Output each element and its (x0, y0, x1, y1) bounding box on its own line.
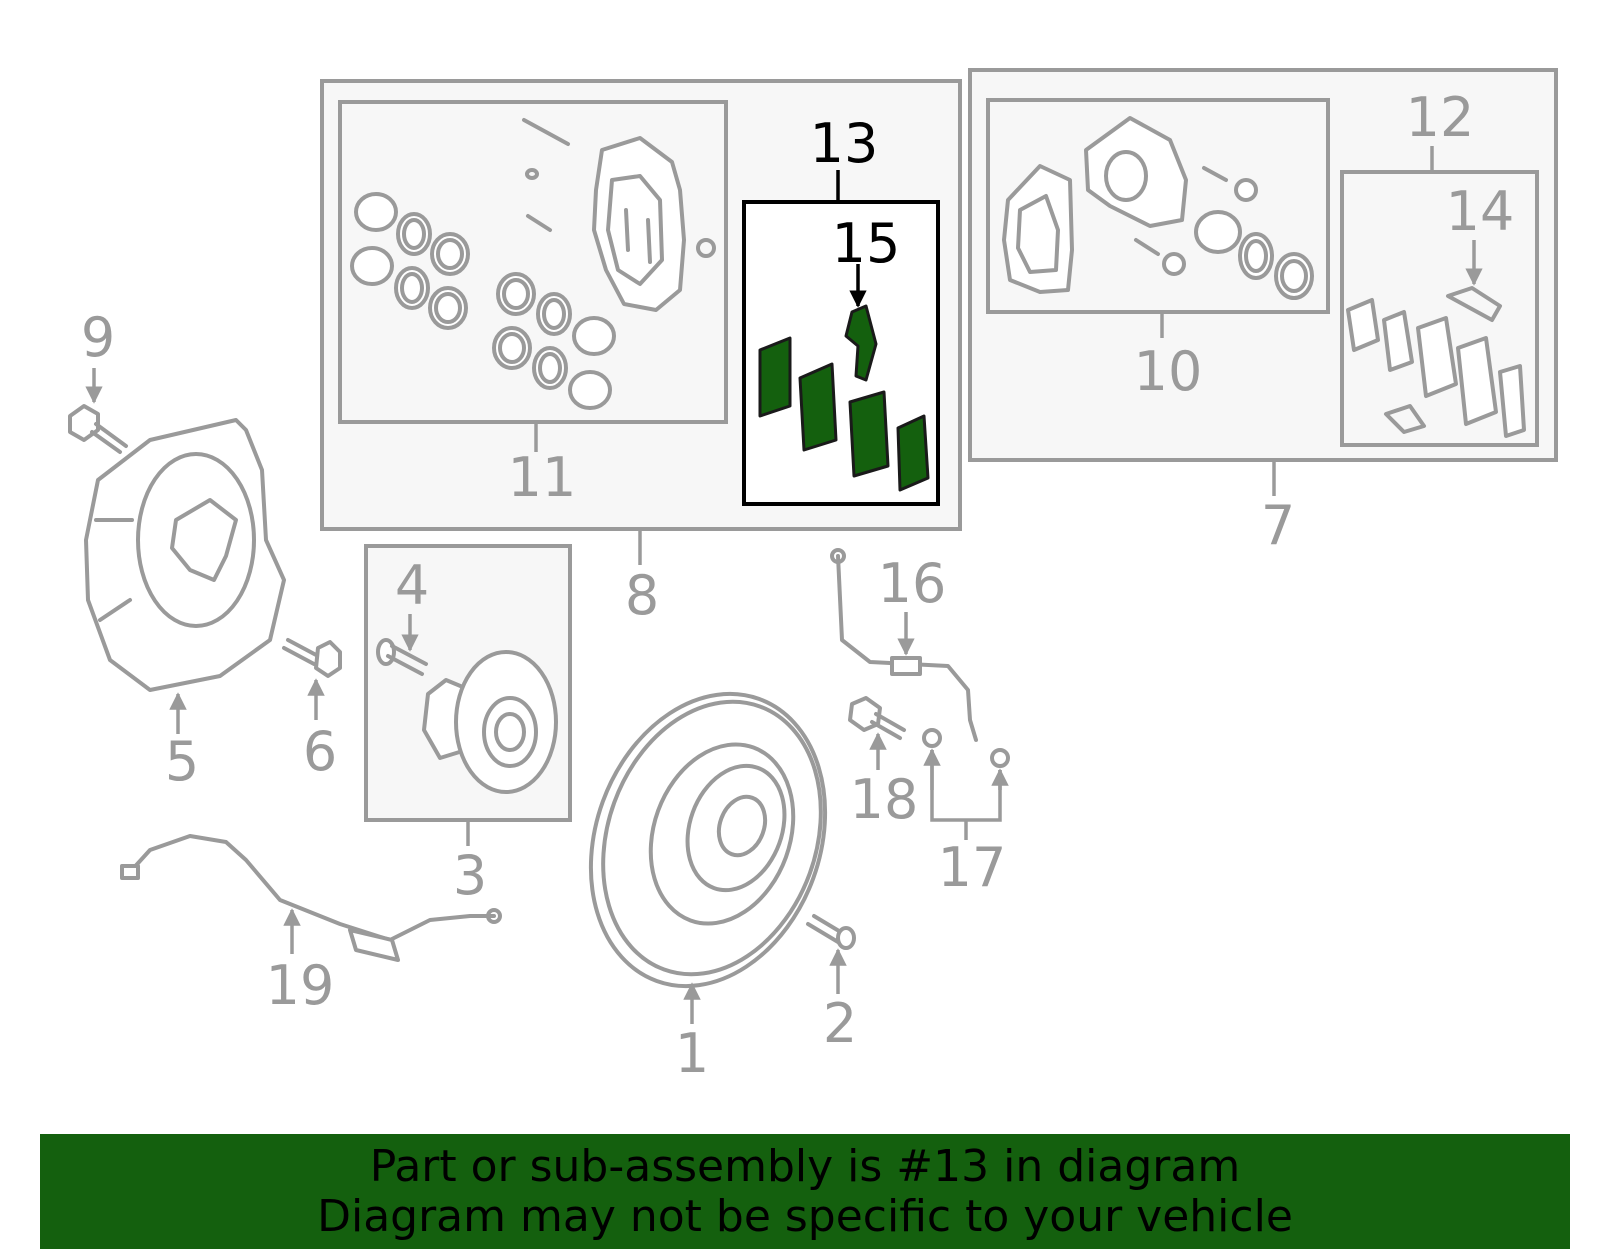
callout-8[interactable]: 8 (625, 564, 659, 627)
callout-17[interactable]: 17 (938, 836, 1007, 899)
callout-1[interactable]: 1 (675, 1022, 709, 1085)
piston-seal-set (350, 118, 616, 410)
callout-11[interactable]: 11 (508, 446, 577, 509)
callout-19[interactable]: 19 (266, 954, 335, 1017)
hub-bearing (422, 650, 558, 794)
callout-14[interactable]: 14 (1446, 180, 1515, 243)
callout-10[interactable]: 10 (1134, 340, 1203, 403)
callout-15[interactable]: 15 (832, 212, 901, 275)
callout-9[interactable]: 9 (81, 306, 115, 369)
callout-12[interactable]: 12 (1406, 86, 1475, 149)
bolt-9 (68, 404, 128, 454)
callout-6[interactable]: 6 (303, 720, 337, 783)
callout-16[interactable]: 16 (878, 552, 947, 615)
callout-13[interactable]: 13 (810, 112, 879, 175)
callout-labels: 1 2 3 4 5 6 7 8 9 10 11 12 13 14 15 16 1… (81, 86, 1515, 1085)
info-banner: Part or sub-assembly is #13 in diagram D… (40, 1134, 1570, 1249)
bolt-18 (848, 696, 906, 740)
bolt-6 (282, 638, 342, 678)
callout-3[interactable]: 3 (453, 844, 487, 907)
caliper-body-rear (1002, 116, 1314, 300)
bolt-2 (806, 914, 856, 950)
leader-lines (85, 146, 1483, 1024)
abs-sensor-wire (120, 834, 502, 962)
stud-4 (376, 638, 428, 676)
splash-shield (84, 418, 286, 692)
callout-5[interactable]: 5 (165, 730, 199, 793)
callout-7[interactable]: 7 (1261, 494, 1295, 557)
brake-pads-highlighted[interactable] (758, 304, 930, 492)
banner-line-2: Diagram may not be specific to your vehi… (317, 1190, 1293, 1242)
callout-18[interactable]: 18 (850, 768, 919, 831)
brake-rotor (588, 691, 828, 989)
caliper-body-front (592, 136, 716, 312)
clips-17 (922, 728, 1010, 768)
banner-line-1: Part or sub-assembly is #13 in diagram (369, 1140, 1241, 1192)
brake-hose (830, 548, 978, 742)
callout-4[interactable]: 4 (395, 554, 429, 617)
callout-2[interactable]: 2 (823, 992, 857, 1055)
rear-pads (1346, 286, 1526, 438)
